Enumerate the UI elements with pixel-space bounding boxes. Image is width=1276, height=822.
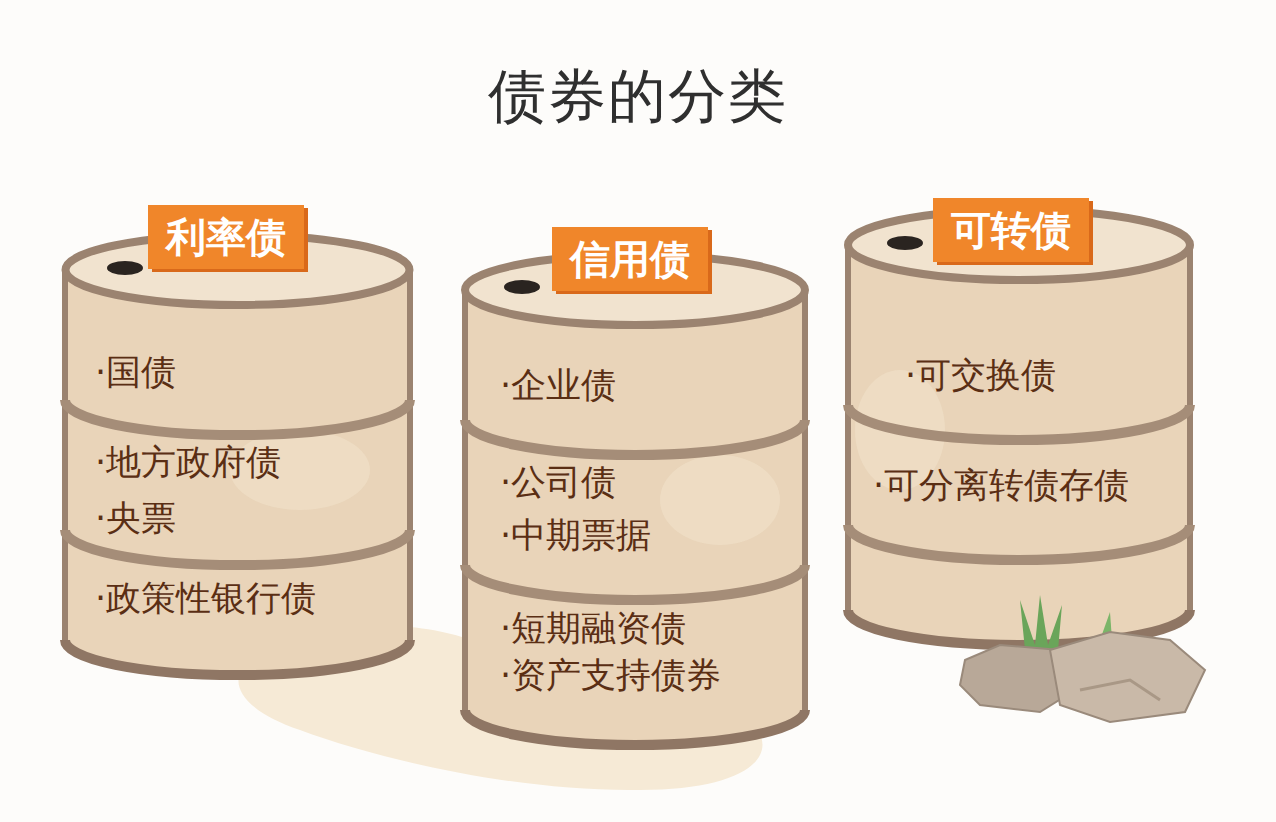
bond-barrel: 可转债 ·可交换债 ·可分离转债存债 [843,190,1195,650]
bond-type: ·国债 [95,352,176,392]
category-tag: 可转债 [933,198,1089,262]
bond-type: ·央票 [95,498,176,538]
category-tag: 信用债 [552,227,708,291]
bond-type: ·中期票据 [500,515,651,555]
diagram-title: 债券的分类 [0,58,1276,136]
bond-type: ·可交换债 [905,355,1056,395]
bond-type: ·可分离转债存债 [873,465,1129,505]
bond-type: ·公司债 [500,462,616,502]
bond-barrel: 信用债 ·企业债 ·公司债 ·中期票据 ·短期融资债 ·资产支持债券 [460,215,810,765]
bond-barrel: 利率债 ·国债 ·地方政府债 ·央票 ·政策性银行债 [60,195,415,685]
barrel [848,210,1190,645]
barrel [465,255,805,745]
bond-type: ·资产支持债券 [500,655,721,695]
category-tag: 利率债 [148,205,304,269]
bond-type: ·企业债 [500,365,616,405]
bond-type: ·政策性银行债 [95,578,316,618]
bond-type: ·地方政府债 [95,442,281,482]
barrel [65,235,410,675]
grass-rocks [960,595,1205,722]
bond-type: ·短期融资债 [500,608,686,648]
